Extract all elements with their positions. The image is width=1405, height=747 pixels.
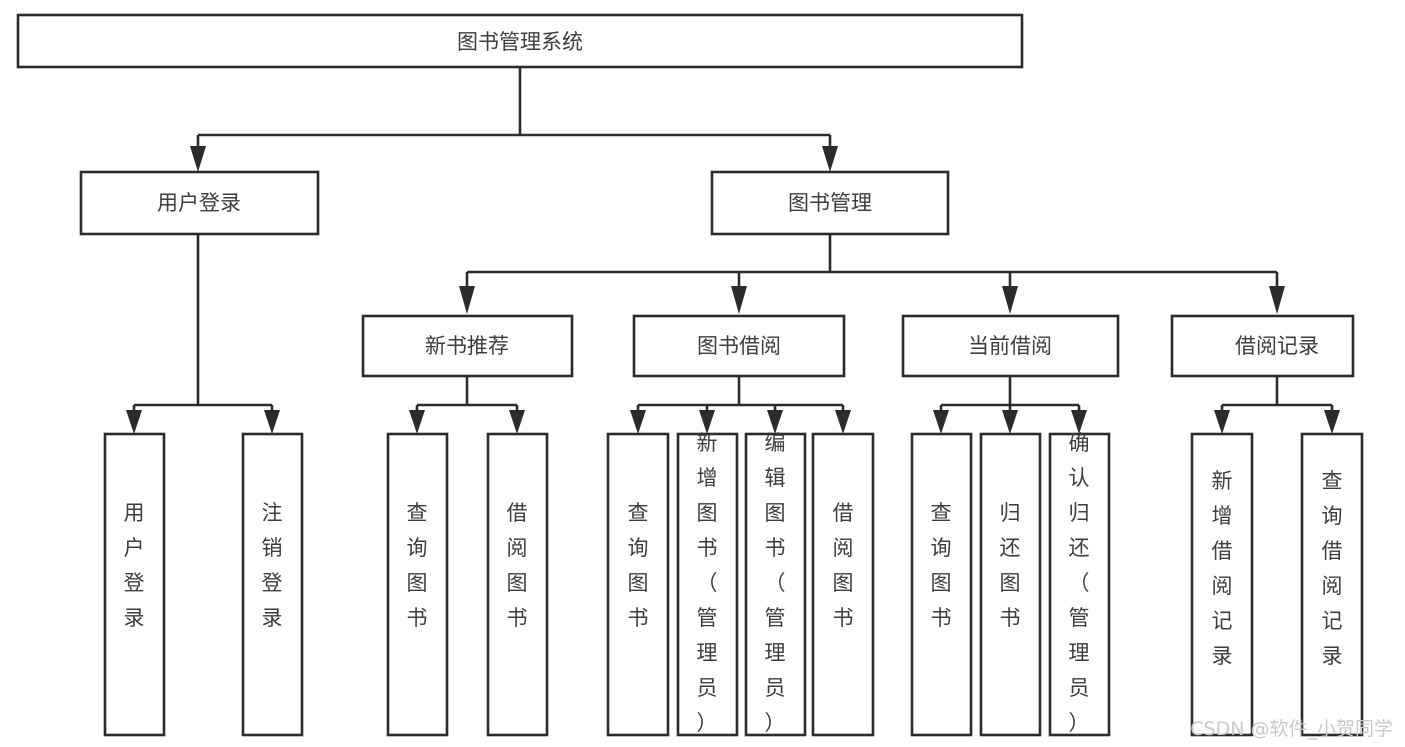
node-leaf-newbook-borrow-label: 借阅图书 <box>507 501 528 630</box>
node-leaf-borrow-edit-box[interactable] <box>744 432 807 737</box>
connectors-root-to-level2 <box>190 67 838 172</box>
node-leaf-user-logout[interactable]: 注销登录 <box>241 432 304 737</box>
node-leaf-borrow-lend-box[interactable] <box>811 432 875 737</box>
node-leaf-record-add[interactable]: 新增借阅记录 <box>1190 432 1254 737</box>
arrow-head-icon <box>1324 410 1340 434</box>
node-leaf-record-query-label: 查询借阅记录 <box>1322 469 1343 668</box>
arrow-head-icon <box>409 410 425 434</box>
node-leaf-current-return-box[interactable] <box>979 432 1042 737</box>
node-leaf-borrow-query[interactable]: 查询图书 <box>606 432 670 737</box>
node-newbook-box[interactable] <box>361 314 574 378</box>
arrow-head-icon <box>459 286 475 314</box>
node-leaf-borrow-query-label: 查询图书 <box>628 501 649 630</box>
arrow-head-icon <box>699 410 715 434</box>
node-leaf-newbook-query-box[interactable] <box>386 432 449 737</box>
node-leaf-newbook-query[interactable]: 查询图书 <box>386 432 449 737</box>
arrow-head-icon <box>264 410 280 434</box>
node-leaf-user-login[interactable]: 用户登录 <box>103 432 166 737</box>
arrow-head-icon <box>1071 410 1087 434</box>
node-record-label: 借阅记录 <box>1235 334 1319 358</box>
node-newbook[interactable]: 新书推荐 <box>361 314 574 378</box>
node-root-box[interactable] <box>16 13 1024 69</box>
node-leaf-current-confirm-label: 确认归还（管理员） <box>1069 431 1090 735</box>
node-bookmgr-box[interactable] <box>710 170 950 236</box>
node-record-box[interactable] <box>1170 314 1355 378</box>
node-login[interactable]: 用户登录 <box>79 170 320 236</box>
node-leaf-record-query-box[interactable] <box>1300 432 1364 737</box>
arrow-head-icon <box>822 146 838 172</box>
node-current[interactable]: 当前借阅 <box>901 314 1120 378</box>
connectors-record-to-leaves <box>1214 376 1340 434</box>
node-leaf-user-login-box[interactable] <box>103 432 166 737</box>
node-leaf-borrow-add-box[interactable] <box>676 432 739 737</box>
node-leaf-record-query[interactable]: 查询借阅记录 <box>1300 432 1364 737</box>
node-login-label: 用户登录 <box>157 191 241 215</box>
node-bookmgr-label: 图书管理 <box>788 191 872 215</box>
node-leaf-current-return[interactable]: 归还图书 <box>979 432 1042 737</box>
node-bookmgr[interactable]: 图书管理 <box>710 170 950 236</box>
node-leaf-borrow-edit[interactable]: 编辑图书（管理员） <box>744 431 807 737</box>
arrow-head-icon <box>1214 410 1230 434</box>
arrow-head-icon <box>933 410 949 434</box>
arrow-head-icon <box>767 410 783 434</box>
connectors-bookmgr-to-level3 <box>459 234 1285 314</box>
arrow-head-icon <box>835 410 851 434</box>
connectors-login-to-leaves <box>126 234 280 434</box>
connectors-newbook-to-leaves <box>409 376 525 434</box>
node-leaf-borrow-lend[interactable]: 借阅图书 <box>811 432 875 737</box>
node-leaf-newbook-borrow-box[interactable] <box>486 432 549 737</box>
connectors-borrow-to-leaves <box>630 376 851 434</box>
node-borrow-box[interactable] <box>632 314 846 378</box>
node-leaf-record-add-box[interactable] <box>1190 432 1254 737</box>
node-leaf-user-logout-label: 注销登录 <box>262 501 283 630</box>
node-current-box[interactable] <box>901 314 1120 378</box>
node-leaf-newbook-query-label: 查询图书 <box>407 501 428 630</box>
node-leaf-user-login-label: 用户登录 <box>124 501 145 630</box>
node-newbook-label: 新书推荐 <box>425 334 509 358</box>
arrow-head-icon <box>630 410 646 434</box>
node-leaf-current-return-label: 归还图书 <box>1000 501 1021 630</box>
node-record[interactable]: 借阅记录 <box>1170 314 1355 378</box>
node-leaf-current-confirm[interactable]: 确认归还（管理员） <box>1048 431 1111 737</box>
arrow-head-icon <box>509 410 525 434</box>
node-leaf-current-query-box[interactable] <box>910 432 973 737</box>
node-leaf-record-add-label: 新增借阅记录 <box>1212 469 1233 668</box>
node-leaf-borrow-add-label: 新增图书（管理员） <box>697 431 718 735</box>
node-leaf-borrow-edit-label: 编辑图书（管理员） <box>765 431 786 735</box>
connectors-current-to-leaves <box>933 376 1087 434</box>
node-login-box[interactable] <box>79 170 320 236</box>
node-leaf-borrow-add[interactable]: 新增图书（管理员） <box>676 431 739 737</box>
arrow-head-icon <box>731 286 747 314</box>
node-root[interactable]: 图书管理系统 <box>16 13 1024 69</box>
csdn-watermark: CSDN @软件_小贺同学 <box>1190 718 1393 740</box>
node-leaf-current-confirm-box[interactable] <box>1048 432 1111 737</box>
arrow-head-icon <box>1002 286 1018 314</box>
node-borrow[interactable]: 图书借阅 <box>632 314 846 378</box>
node-leaf-newbook-borrow[interactable]: 借阅图书 <box>486 432 549 737</box>
node-leaf-current-query[interactable]: 查询图书 <box>910 432 973 737</box>
arrow-head-icon <box>190 146 206 172</box>
node-leaf-current-query-label: 查询图书 <box>931 501 952 630</box>
node-root-label: 图书管理系统 <box>457 30 583 54</box>
node-current-label: 当前借阅 <box>968 334 1052 358</box>
node-leaf-user-logout-box[interactable] <box>241 432 304 737</box>
arrow-head-icon <box>1002 410 1018 434</box>
node-leaf-borrow-query-box[interactable] <box>606 432 670 737</box>
arrow-head-icon <box>1269 286 1285 314</box>
arrow-head-icon <box>126 410 142 434</box>
node-borrow-label: 图书借阅 <box>697 334 781 358</box>
node-leaf-borrow-lend-label: 借阅图书 <box>833 501 854 630</box>
